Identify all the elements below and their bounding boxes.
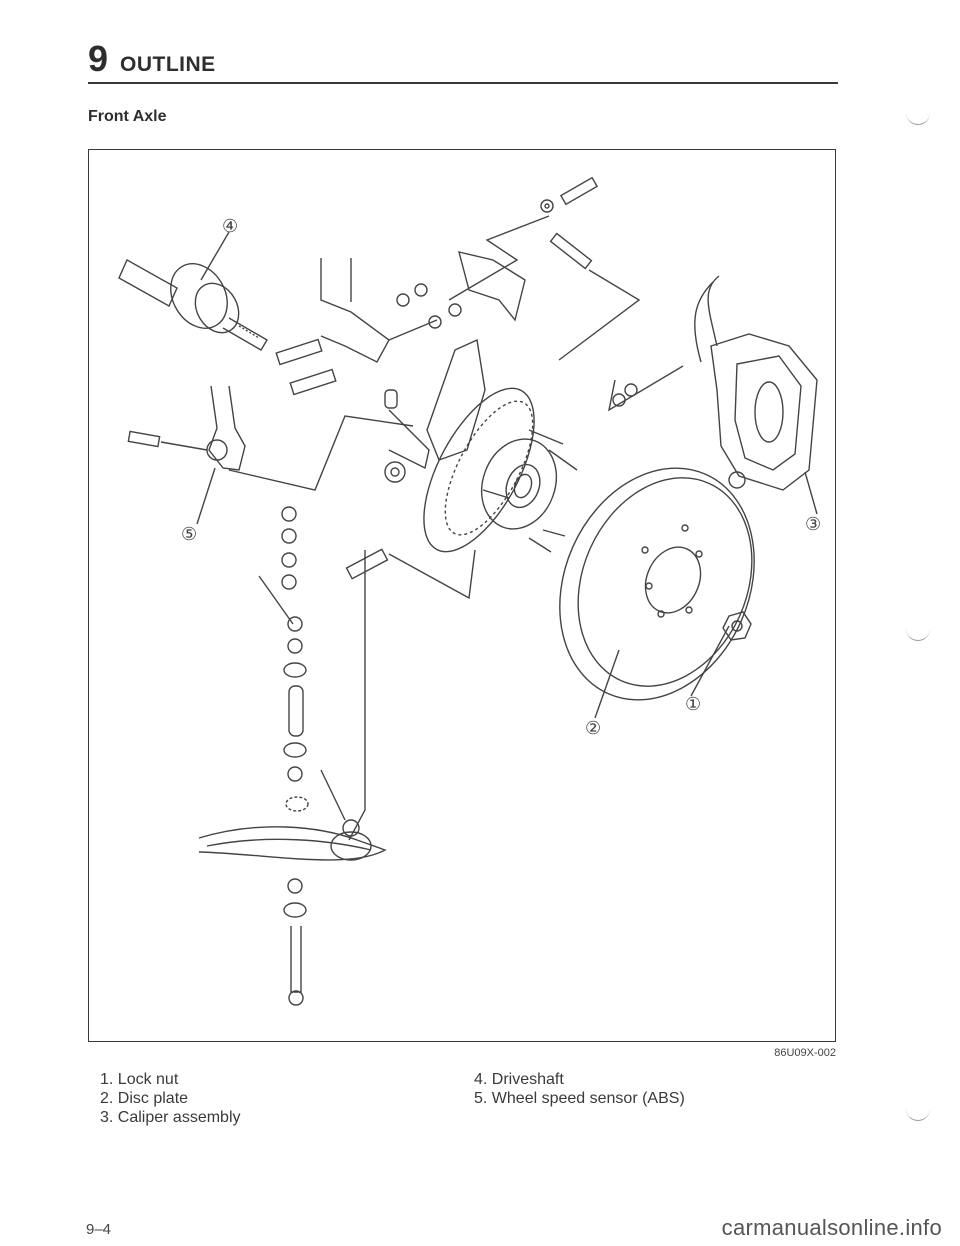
washers-drawing bbox=[388, 283, 462, 341]
lower-bolt-drawing bbox=[345, 548, 389, 580]
legend-item-caliper-assembly: 3. Caliper assembly bbox=[100, 1109, 241, 1126]
hub-drawing bbox=[480, 429, 578, 553]
binding-hole-mark bbox=[906, 112, 930, 125]
lower-arm-drawing bbox=[198, 769, 387, 861]
legend-right: 4. Driveshaft 5. Wheel speed sensor (ABS… bbox=[474, 1070, 685, 1108]
wheel-speed-sensor-drawing bbox=[127, 385, 414, 491]
brake-disc-drawing bbox=[559, 467, 755, 701]
figure-code: 86U09X-002 bbox=[774, 1047, 836, 1059]
legend-item-wheel-speed-sensor: 5. Wheel speed sensor (ABS) bbox=[474, 1090, 685, 1107]
chapter-title: OUTLINE bbox=[120, 53, 216, 76]
page-number: 9–4 bbox=[86, 1221, 112, 1238]
hose-bracket-drawing bbox=[458, 251, 526, 322]
lock-nut-drawing bbox=[722, 611, 752, 641]
caliper-drawing bbox=[694, 275, 818, 491]
page-header: 9 OUTLINE bbox=[88, 38, 216, 79]
binding-hole-mark bbox=[906, 628, 930, 641]
header-rule bbox=[88, 82, 838, 84]
legend-left: 1. Lock nut 2. Disc plate 3. Caliper ass… bbox=[100, 1070, 241, 1127]
caliper-bolt-line bbox=[608, 365, 684, 412]
callout-leader-2 bbox=[594, 649, 620, 719]
knuckle-drawing bbox=[384, 338, 535, 553]
callout-leader-4 bbox=[200, 231, 230, 281]
exploded-diagram: ④ ⑤ ③ ① ② bbox=[88, 149, 836, 1042]
diagram-drawing: ④ ⑤ ③ ① ② bbox=[118, 176, 821, 1006]
stabilizer-link-drawing bbox=[258, 506, 309, 1006]
upper-bolts-drawing bbox=[448, 176, 641, 361]
callout-leader-5 bbox=[196, 467, 216, 525]
callout-leader-1 bbox=[690, 625, 730, 697]
section-title: Front Axle bbox=[88, 108, 167, 125]
driveshaft-drawing bbox=[118, 259, 268, 351]
callout-3: ③ bbox=[805, 514, 821, 535]
callout-1: ① bbox=[685, 694, 701, 715]
legend-item-lock-nut: 1. Lock nut bbox=[100, 1071, 179, 1088]
binding-hole-mark bbox=[906, 1108, 930, 1121]
callout-2: ② bbox=[585, 718, 601, 739]
callout-5: ⑤ bbox=[181, 524, 197, 545]
legend-item-driveshaft: 4. Driveshaft bbox=[474, 1071, 564, 1088]
legend-item-disc-plate: 2. Disc plate bbox=[100, 1090, 189, 1107]
chapter-number: 9 bbox=[88, 38, 109, 79]
callout-leader-3 bbox=[804, 471, 818, 515]
strut-bracket-drawing bbox=[275, 258, 390, 396]
watermark: carmanualsonline.info bbox=[721, 1215, 942, 1240]
callout-4: ④ bbox=[222, 216, 238, 237]
